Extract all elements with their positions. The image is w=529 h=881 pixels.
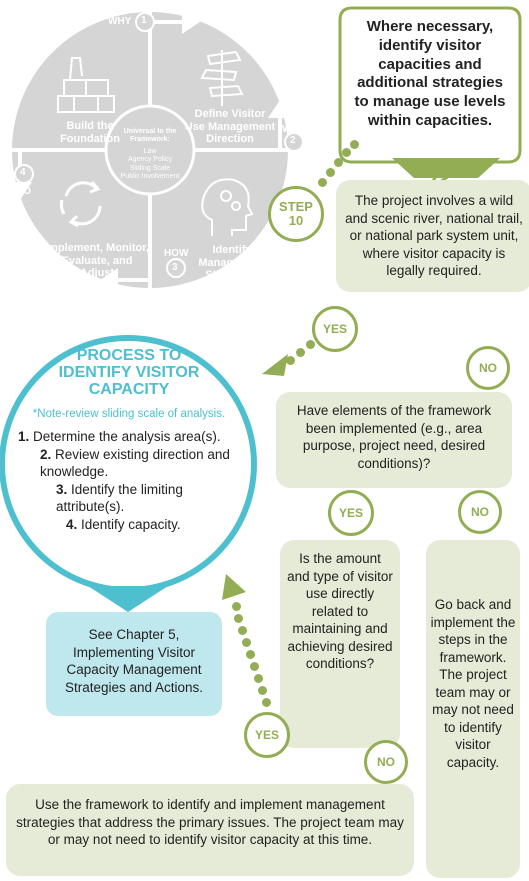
step-callout-text: Where necessary, identify visitor capaci… (354, 18, 506, 129)
how-number: 3 (172, 262, 178, 273)
center-item: Law (143, 148, 157, 155)
q3-box: Is the amount and type of visitor use di… (280, 540, 400, 748)
yes-badge-1: YES (312, 306, 358, 352)
bottom-box: Use the framework to identify and implem… (6, 784, 414, 876)
cycle-arrows-icon (59, 181, 102, 228)
no-badge-2: NO (458, 490, 502, 534)
why-number: 1 (141, 15, 147, 26)
q1-box: The project involves a wild and scenic r… (336, 180, 529, 292)
arrow-to-process-2 (222, 574, 246, 600)
yes-badge-2: YES (328, 490, 374, 536)
step-bar (392, 158, 500, 178)
process-steps: 1. Determine the analysis area(s). 2. Re… (18, 428, 248, 533)
center-title: Universal to the Framework: (123, 128, 177, 144)
q1-label: Build the Foundation (60, 120, 120, 145)
how-label: HOW (164, 248, 189, 259)
q3-label: Identify Management Strategies (198, 244, 266, 282)
center-items: Law Agency Policy Sliding Scale Public I… (112, 148, 188, 182)
do-number: 4 (20, 167, 26, 178)
yes-badge-3: YES (244, 712, 290, 758)
center-item: Sliding Scale (129, 164, 171, 172)
step-badge: STEP 10 (268, 186, 324, 242)
q2-box: Have elements of the framework been impl… (276, 392, 512, 488)
process-pointer (88, 586, 168, 612)
chapter-box: See Chapter 5, Implementing Visitor Capa… (46, 612, 222, 716)
head-gears-icon (201, 178, 254, 236)
what-arrow (268, 100, 292, 150)
wheel-center (104, 104, 196, 196)
q4-label: Implement, Monitor, Evaluate, and Adjust (45, 242, 149, 280)
process-step: 4. Identify capacity. (66, 516, 181, 532)
process-step: 3. Identify the limiting attribute(s). (56, 481, 183, 515)
do-label: DO (16, 186, 31, 197)
step-badge-line2: 10 (288, 213, 304, 228)
arrow-to-process (262, 354, 288, 376)
process-note: *Note-review sliding scale of analysis. (32, 408, 226, 420)
what-label: WHAT (282, 124, 312, 135)
center-item: Agency Policy (128, 156, 172, 164)
no-badge-3: NO (364, 740, 408, 784)
step-badge-line1: STEP (279, 199, 313, 215)
goback-box: Go back and implement the steps in the f… (426, 540, 520, 878)
why-arrow (150, 10, 200, 34)
process-step: 1. Determine the analysis area(s). (18, 429, 221, 444)
bricks-icon (57, 57, 115, 113)
center-item: Public Involvement (120, 173, 180, 181)
signpost-icon (200, 50, 244, 106)
how-arrow (100, 268, 150, 292)
q2-label: Define Visitor Use Management Direction (184, 108, 276, 146)
why-label: WHY (108, 16, 132, 27)
no-badge-1: NO (466, 346, 510, 390)
what-number: 2 (290, 135, 296, 146)
process-title: PROCESS TO IDENTIFY VISITOR CAPACITY (58, 347, 200, 398)
process-step: 2. Review existing direction and knowled… (40, 446, 230, 480)
framework-wheel (8, 10, 304, 292)
